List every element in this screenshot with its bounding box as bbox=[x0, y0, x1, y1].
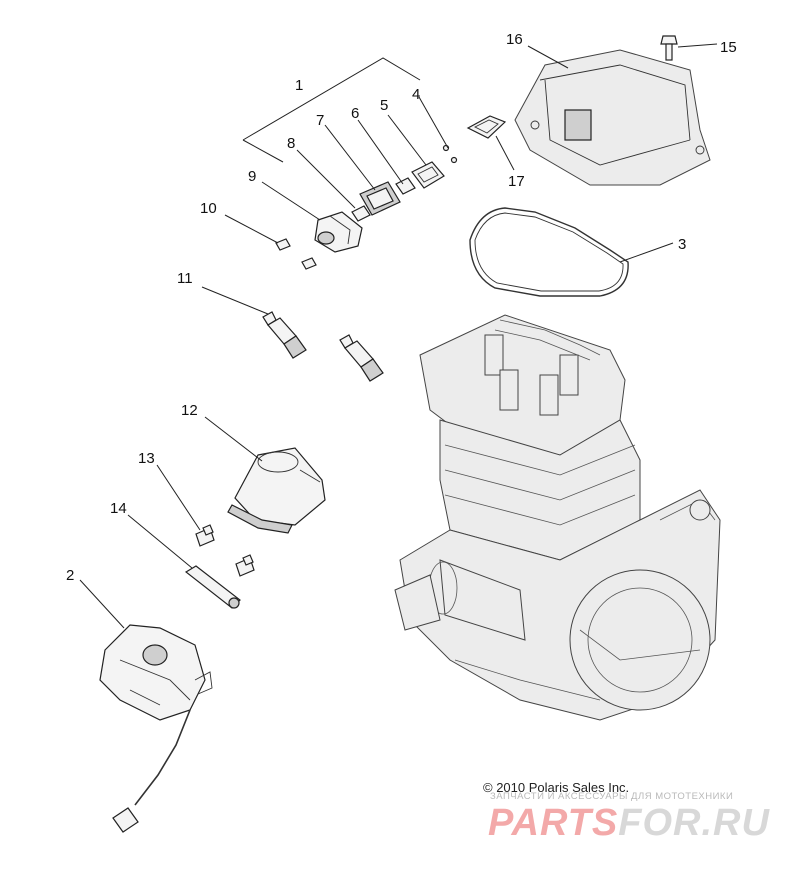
callout-7: 7 bbox=[316, 112, 324, 129]
callout-17: 17 bbox=[508, 173, 525, 190]
callout-numbers: 1 2 3 4 5 6 7 8 9 10 11 12 13 14 15 16 1… bbox=[66, 31, 737, 584]
engine-block bbox=[394, 314, 721, 721]
valve-cover-gasket-part bbox=[469, 207, 629, 297]
spark-plug-left bbox=[262, 311, 307, 359]
small-screws-part-4 bbox=[442, 144, 458, 164]
small-gasket-part-8 bbox=[351, 205, 371, 222]
spark-plug-right bbox=[339, 334, 384, 382]
callout-10: 10 bbox=[200, 200, 217, 217]
throttle-body-part-2 bbox=[99, 624, 213, 833]
callout-12: 12 bbox=[181, 402, 198, 419]
callout-8: 8 bbox=[287, 135, 295, 152]
bolts-part-10 bbox=[275, 238, 317, 270]
gasket-plate-part bbox=[466, 115, 507, 139]
callout-5: 5 bbox=[380, 97, 388, 114]
watermark-logo-part1: PARTS bbox=[488, 802, 619, 844]
bolts-part-13 bbox=[195, 524, 255, 577]
clamp-strap-part-14 bbox=[184, 565, 241, 609]
callout-14: 14 bbox=[110, 500, 127, 517]
callout-9: 9 bbox=[248, 168, 256, 185]
callout-2: 2 bbox=[66, 567, 74, 584]
seal-frame-part-7 bbox=[359, 181, 401, 216]
watermark-logo: PARTSFOR.RU bbox=[488, 802, 770, 845]
callout-3: 3 bbox=[678, 236, 686, 253]
callout-15: 15 bbox=[720, 39, 737, 56]
watermark-logo-part2: FOR.RU bbox=[618, 802, 770, 844]
leader-lines bbox=[79, 43, 718, 629]
gasket-part-6 bbox=[395, 177, 416, 195]
callout-4: 4 bbox=[412, 86, 420, 103]
watermark-tagline: ЗАПЧАСТИ И АКСЕССУАРЫ ДЛЯ МОТОТЕХНИКИ bbox=[490, 791, 734, 802]
callout-6: 6 bbox=[351, 105, 359, 122]
cover-plate-part-5 bbox=[411, 161, 445, 189]
callout-16: 16 bbox=[506, 31, 523, 48]
valve-springs bbox=[484, 334, 579, 416]
callout-11: 11 bbox=[177, 270, 193, 287]
copyright-notice: © 2010 Polaris Sales Inc. bbox=[483, 780, 630, 795]
intake-boot-part-12 bbox=[227, 447, 326, 534]
callout-1: 1 bbox=[295, 77, 303, 94]
valve-cover-part bbox=[514, 49, 711, 186]
callout-13: 13 bbox=[138, 450, 155, 467]
housing-part-9 bbox=[314, 211, 363, 253]
bolt-part-15 bbox=[660, 35, 678, 61]
